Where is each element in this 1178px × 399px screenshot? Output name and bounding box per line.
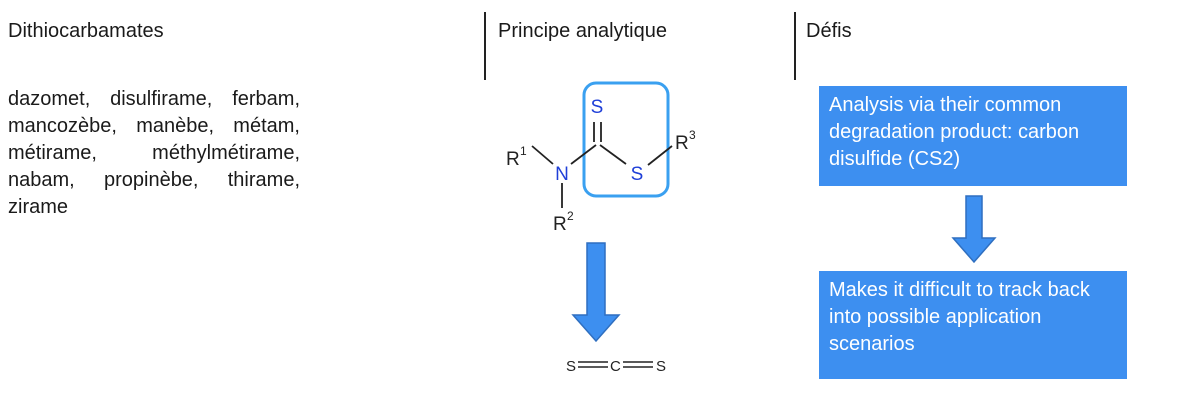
column-divider-2 [794, 12, 796, 80]
dithio-highlight-box [582, 81, 670, 198]
r3-label: R [675, 133, 689, 154]
product-c: C [610, 358, 621, 375]
challenge-box-2: Makes it difficult to track back into po… [819, 271, 1127, 379]
r2-label: R [553, 214, 567, 235]
bond-n-c [570, 144, 597, 165]
atom-n: N [555, 164, 569, 185]
bond-s-r3 [647, 145, 673, 166]
header-dithiocarbamates: Dithiocarbamates [8, 20, 164, 42]
column-divider-1 [484, 12, 486, 80]
r2-superscript: 2 [567, 209, 574, 223]
down-arrow-icon [571, 242, 621, 343]
product-s-right: S [656, 358, 666, 375]
header-defis: Défis [806, 20, 852, 42]
compound-list: dazomet, disulfirame, ferbam, mancozèbe,… [8, 88, 300, 218]
atom-s-top: S [591, 97, 604, 118]
down-arrow-right-icon [951, 195, 997, 264]
r3-superscript: 3 [689, 128, 696, 142]
challenge-box-1: Analysis via their common degradation pr… [819, 86, 1127, 186]
bond-r1-n [531, 145, 554, 165]
r1-superscript: 1 [520, 144, 527, 158]
atom-s-right: S [631, 164, 644, 185]
product-s-left: S [566, 358, 576, 375]
header-principe-analytique: Principe analytique [498, 20, 667, 42]
bond-c-s [599, 144, 627, 165]
r1-label: R [506, 149, 520, 170]
